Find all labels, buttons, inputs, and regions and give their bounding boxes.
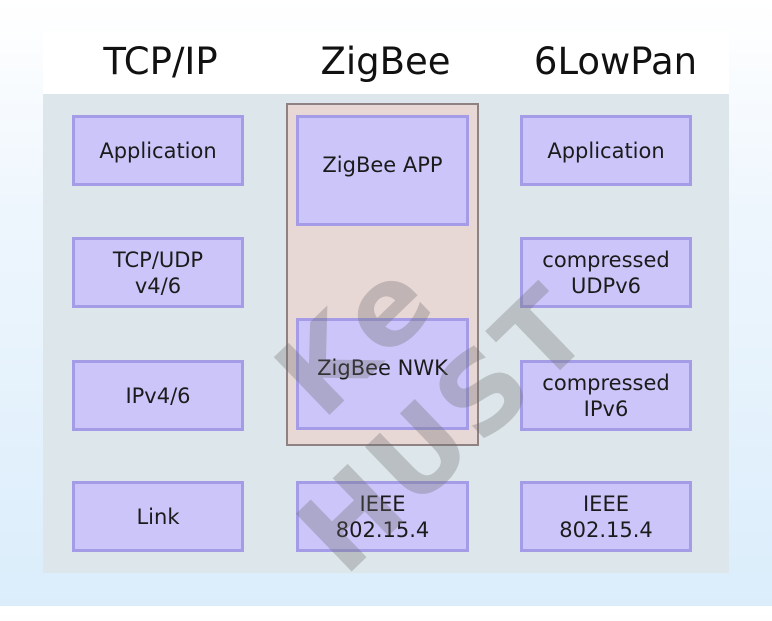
tcpip-transport-layer: TCP/UDP v4/6 <box>72 237 244 308</box>
sixlowpan-udp-layer: compressed UDPv6 <box>520 237 692 308</box>
tcpip-title: TCP/IP <box>103 40 218 83</box>
title-strip: TCP/IP ZigBee 6LowPan <box>43 31 729 94</box>
sixlowpan-mac-phy-layer: IEEE 802.15.4 <box>520 481 692 552</box>
zigbee-nwk-layer: ZigBee NWK <box>296 318 469 430</box>
stack-comparison-diagram: TCP/IP ZigBee 6LowPan Application TCP/UD… <box>43 31 729 573</box>
sixlowpan-application-layer: Application <box>520 115 692 186</box>
stack-body: Application TCP/UDP v4/6 IPv4/6 Link Zig… <box>43 94 729 573</box>
tcpip-application-layer: Application <box>72 115 244 186</box>
tcpip-network-layer: IPv4/6 <box>72 360 244 431</box>
zigbee-app-layer: ZigBee APP <box>296 115 469 226</box>
zigbee-mac-phy-layer: IEEE 802.15.4 <box>296 481 469 552</box>
sixlowpan-title: 6LowPan <box>533 40 698 83</box>
sixlowpan-ipv6-layer: compressed IPv6 <box>520 360 692 431</box>
tcpip-link-layer: Link <box>72 481 244 552</box>
zigbee-title: ZigBee <box>320 40 451 83</box>
